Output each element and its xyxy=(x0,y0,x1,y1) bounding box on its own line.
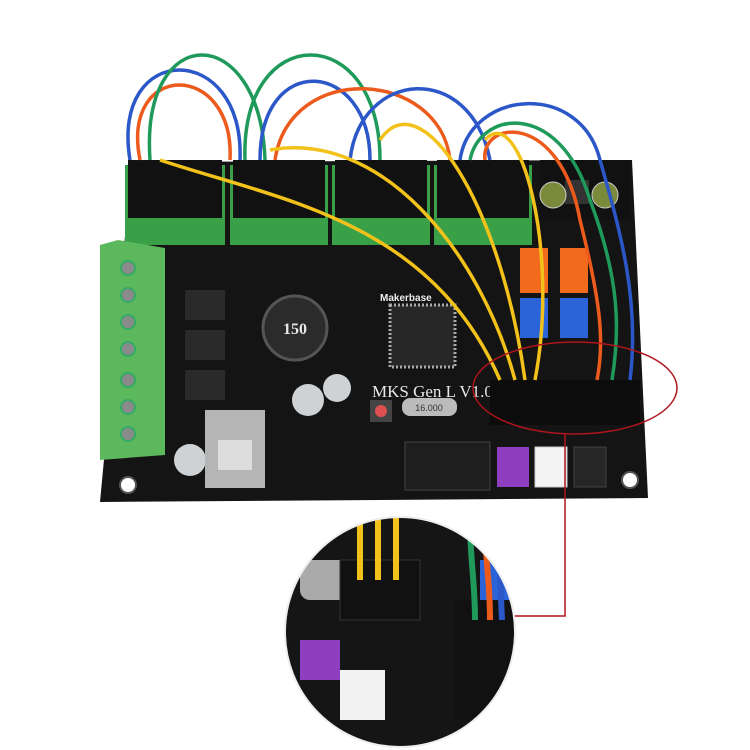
stepper-drivers xyxy=(125,160,630,245)
mosfet xyxy=(185,370,225,400)
endstop-connector xyxy=(497,447,529,487)
inductor xyxy=(261,294,329,362)
capacitor xyxy=(323,374,351,402)
endstop-connector xyxy=(534,446,568,488)
mosfet xyxy=(185,290,225,320)
power-terminal-block xyxy=(100,240,165,460)
zoom-inset xyxy=(285,517,515,747)
jumper-wires xyxy=(126,53,635,381)
microcontroller xyxy=(388,303,457,369)
capacitor xyxy=(174,444,206,476)
pin-headers xyxy=(490,380,640,425)
callout-line xyxy=(514,434,566,617)
capacitor xyxy=(292,384,324,416)
board-label: MKS Gen L V1.0 xyxy=(372,382,493,401)
crystal xyxy=(402,398,457,416)
crystal-label: 16.000 xyxy=(415,403,443,413)
exp-header xyxy=(404,441,491,491)
mosfet xyxy=(185,330,225,360)
highlight-ellipse xyxy=(472,341,678,435)
brand-label: Makerbase xyxy=(380,293,432,304)
inductor-label: 150 xyxy=(283,321,307,338)
endstop-connector xyxy=(573,446,607,488)
